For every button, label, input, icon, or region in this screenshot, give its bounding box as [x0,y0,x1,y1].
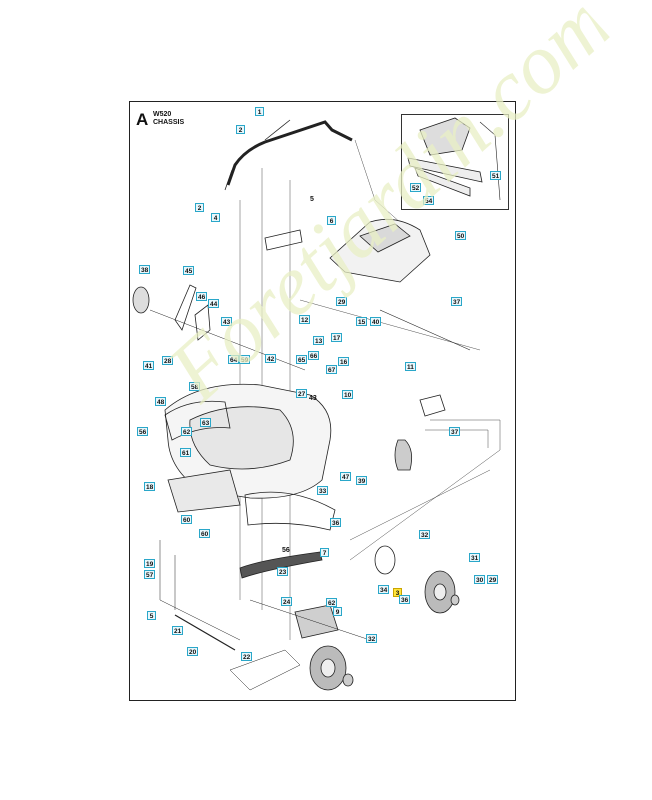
callout-51[interactable]: 50 [455,231,467,240]
label-43: 43 [309,395,317,402]
callout-20[interactable]: 20 [187,647,199,656]
handle-cross-bar [264,119,291,141]
callout-41[interactable]: 40 [370,317,382,326]
callout-3-highlighted[interactable]: 3 [393,588,402,597]
callout-13[interactable]: 13 [313,336,325,345]
callout-1[interactable]: 1 [255,107,264,116]
callout-5b[interactable]: 5 [147,611,156,620]
callout-26[interactable]: 28 [162,356,174,365]
bracket-6 [264,229,303,251]
rod-20 [174,614,236,651]
callout-38[interactable]: 37 [451,297,463,306]
label-56: 56 [282,547,290,554]
callout-67[interactable]: 65 [296,355,308,364]
hub-disk-30 [374,545,396,575]
callout-63[interactable]: 61 [180,448,192,457]
callout-29[interactable]: 30 [474,575,486,584]
callout-55[interactable]: 54 [423,196,435,205]
model-label: W520 [153,111,172,118]
label-5: 5 [310,196,314,203]
front-deflector [167,469,241,513]
callout-19[interactable]: 36 [330,518,342,527]
sheet-22 [229,649,301,691]
callout-16[interactable]: 16 [338,357,350,366]
callout-24[interactable]: 24 [281,597,293,606]
callout-47[interactable]: 46 [196,292,208,301]
height-lever-left [174,284,211,341]
drive-cover [244,491,336,531]
inset-blade [407,157,483,183]
upper-handle [226,120,353,186]
callout-46[interactable]: 45 [183,266,195,275]
callout-65[interactable]: 63 [200,418,212,427]
callout-32[interactable]: 32 [366,634,378,643]
callout-28[interactable]: 29 [487,575,499,584]
callout-9[interactable]: 9 [333,607,342,616]
callout-25[interactable]: 27 [296,389,308,398]
callout-7[interactable]: 7 [320,548,329,557]
callout-10[interactable]: 10 [342,390,354,399]
callout-18[interactable]: 18 [144,482,156,491]
callout-21[interactable]: 21 [172,626,184,635]
callout-36[interactable]: 36 [399,595,411,604]
callout-54[interactable]: 52 [410,183,422,192]
callout-22[interactable]: 22 [241,652,253,661]
section-letter: A [136,110,149,129]
callout-44[interactable]: 43 [221,317,233,326]
callout-2b[interactable]: 2 [195,203,204,212]
callout-48[interactable]: 47 [340,472,352,481]
callout-23[interactable]: 23 [277,567,289,576]
wheel-hub-39 [132,286,150,314]
callout-61[interactable]: 60 [199,529,211,538]
callout-31[interactable]: 33 [317,486,329,495]
callout-69[interactable]: 67 [326,365,338,374]
callout-56[interactable]: 56 [137,427,149,436]
callout-59[interactable]: 59 [239,355,251,364]
callout-57[interactable]: 57 [144,570,156,579]
callout-66[interactable]: 64 [228,355,240,364]
callout-50[interactable]: 48 [155,397,167,406]
callout-4[interactable]: 4 [211,213,220,222]
callout-12[interactable]: 12 [299,315,311,324]
callout-52[interactable]: 51 [490,171,502,180]
drive-belt [239,551,323,579]
callout-62[interactable]: 60 [181,515,193,524]
callout-33[interactable]: 31 [469,553,481,562]
callout-58[interactable]: 58 [189,382,201,391]
inset-bag-icon [419,117,471,156]
section-title: CHASSIS [153,119,185,126]
callout-39[interactable]: 38 [139,265,151,274]
callout-34[interactable]: 34 [378,585,390,594]
callout-42[interactable]: 41 [143,361,155,370]
callout-68[interactable]: 66 [308,351,320,360]
callout-15[interactable]: 15 [356,317,368,326]
blade-inset-box [401,114,509,210]
callout-64[interactable]: 62 [181,427,193,436]
callout-27[interactable]: 29 [336,297,348,306]
callout-40[interactable]: 39 [356,476,368,485]
callout-45[interactable]: 44 [208,299,220,308]
callout-17[interactable]: 17 [331,333,343,342]
gearbox [294,604,339,639]
callout-60[interactable]: 62 [326,598,338,607]
callout-2[interactable]: 2 [236,125,245,134]
callout-11[interactable]: 11 [405,362,416,371]
callout-30[interactable]: 32 [419,530,431,539]
callout-6[interactable]: 6 [327,216,336,225]
callout-43[interactable]: 42 [265,354,277,363]
callout-37[interactable]: 37 [449,427,461,436]
callout-19b[interactable]: 19 [144,559,156,568]
